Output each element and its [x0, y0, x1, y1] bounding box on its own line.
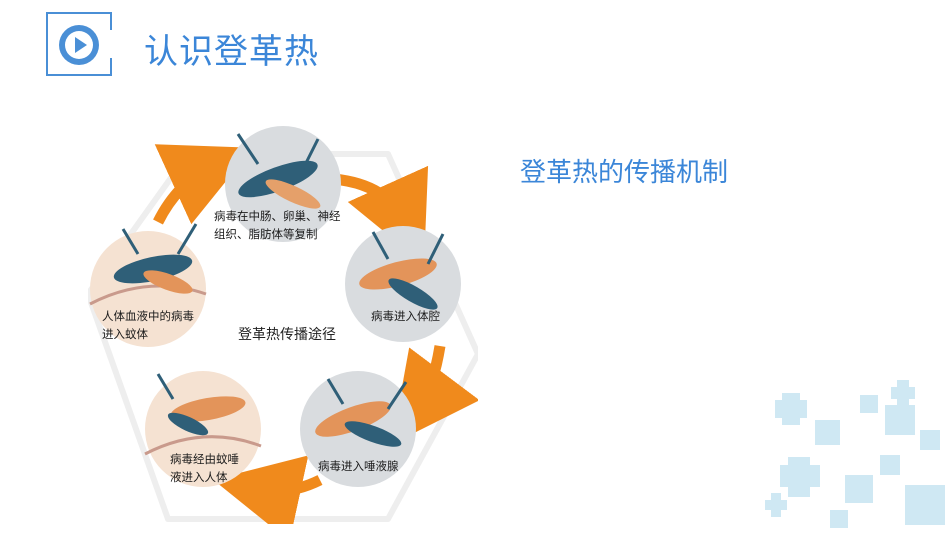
- arrow-left-to-top: [153, 144, 254, 225]
- transmission-cycle-diagram: 病毒在中肠、卵巢、神经 组织、脂肪体等复制 病毒进入体腔 病毒进入唾液腺 病毒经…: [88, 124, 478, 524]
- stage-5-label: 人体血液中的病毒 进入蚊体: [102, 309, 194, 341]
- stage-5-mosquito-taking-blood: [89, 223, 207, 347]
- stage-1-mosquito-midgut: [225, 126, 341, 242]
- stage-3-label: 病毒进入唾液腺: [318, 459, 399, 473]
- stage-4-mosquito-biting-human: [144, 371, 262, 487]
- cycle-diagram-svg: [88, 126, 478, 524]
- arrow-bottomright-to-bottomleft: [213, 455, 323, 524]
- plus-cross-pattern-icon: [765, 380, 945, 528]
- stage-2-label: 病毒进入体腔: [371, 309, 440, 323]
- stage-2-mosquito-body-cavity: [345, 226, 461, 342]
- arrow-right-to-bottomright: [391, 345, 478, 445]
- center-label: 登革热传播途径: [238, 327, 336, 343]
- play-icon[interactable]: [58, 24, 100, 66]
- cycle-outline: [88, 151, 478, 522]
- header-frame: [46, 12, 112, 76]
- page-title: 认识登革热: [144, 32, 319, 72]
- stage-4-label: 病毒经由蚊唾 液进入人体: [170, 452, 239, 484]
- stage-1-label: 病毒在中肠、卵巢、神经 组织、脂肪体等复制: [214, 209, 341, 241]
- stage-3-mosquito-salivary-gland: [300, 371, 416, 487]
- arrow-top-to-right: [332, 165, 429, 265]
- section-heading: 登革热的传播机制: [520, 158, 729, 188]
